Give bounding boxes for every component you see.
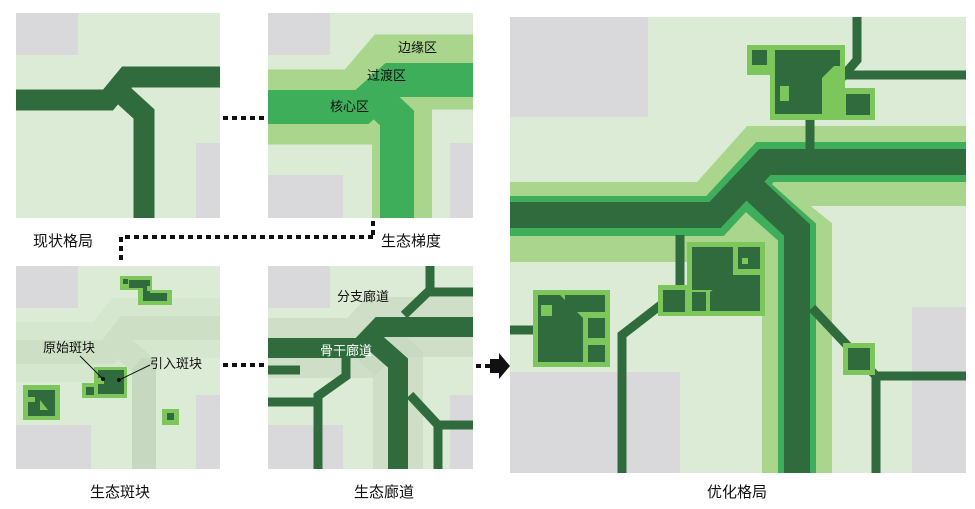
panel-title-current: 现状格局 <box>33 232 93 250</box>
transition-zone-label: 过渡区 <box>367 68 406 84</box>
trunk-corridor <box>268 317 473 358</box>
panel-title-gradient: 生态梯度 <box>381 232 441 250</box>
building-block <box>510 17 648 117</box>
panel-patches: 原始斑块 引入斑块 <box>16 266 220 469</box>
branch-corridor <box>313 356 351 469</box>
original-patch-label: 原始斑块 <box>43 341 95 356</box>
original-patch <box>747 45 875 120</box>
building-block <box>912 307 966 473</box>
original-patch <box>120 276 172 305</box>
building-block <box>510 372 680 473</box>
building-block <box>268 175 343 218</box>
branch-corridor-label: 分支廊道 <box>337 289 389 305</box>
original-patch <box>533 290 610 367</box>
building-block <box>16 425 91 469</box>
building-block <box>16 13 78 55</box>
introduced-patch <box>843 343 875 375</box>
leader-dot <box>117 378 121 382</box>
transition-zone-vertical <box>366 87 414 218</box>
edge-zone-label: 边缘区 <box>398 41 437 56</box>
leader-line-introduced <box>118 364 151 381</box>
introduced-patch <box>658 242 765 316</box>
building-block <box>196 395 220 469</box>
corridor-branch <box>112 84 155 218</box>
panel-gradient: 边缘区 过渡区 核心区 <box>268 13 473 218</box>
introduced-patch <box>162 409 179 425</box>
panel-current <box>16 13 220 218</box>
trunk-corridor-label: 骨干廊道 <box>320 343 372 359</box>
panel-title-patches: 生态斑块 <box>90 483 150 501</box>
corridor-main <box>16 66 220 111</box>
flow-connectors <box>119 116 510 379</box>
original-patch <box>23 385 60 420</box>
transition-zone-horizontal <box>268 63 473 124</box>
building-block <box>268 425 343 469</box>
building-block <box>16 266 78 308</box>
faded-buffer <box>16 298 220 382</box>
arrow-right-icon <box>490 353 510 379</box>
panel-optimized <box>510 17 966 473</box>
panel-title-corridors: 生态廊道 <box>354 483 414 501</box>
building-block <box>450 395 473 469</box>
introduced-patch <box>82 367 127 398</box>
panel-title-optimized: 优化格局 <box>707 483 767 501</box>
core-zone-label: 核心区 <box>330 100 369 115</box>
trunk-corridor <box>743 178 810 473</box>
building-block <box>268 13 330 55</box>
introduced-patch-label: 引入斑块 <box>150 357 202 372</box>
trunk-corridor <box>365 332 408 469</box>
leader-line-original <box>79 355 104 380</box>
building-block <box>450 143 473 218</box>
trunk-corridor <box>510 149 966 228</box>
leader-dot <box>101 377 105 381</box>
branch-corridor <box>617 235 685 473</box>
building-block <box>268 266 330 308</box>
building-block <box>196 143 220 218</box>
panel-corridors: 分支廊道 骨干廊道 <box>268 266 473 469</box>
